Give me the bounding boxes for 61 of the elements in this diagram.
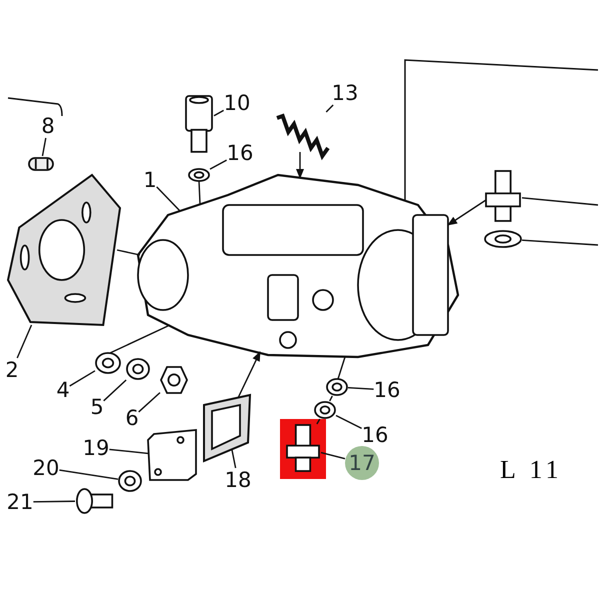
callout-number: 13 [332, 81, 358, 105]
callout-number: 17 [345, 446, 379, 480]
fitting-drawing [484, 170, 522, 222]
callout-number: 2 [5, 358, 19, 382]
screw-drawing [75, 488, 113, 514]
callout-number: 19 [82, 436, 110, 460]
washer-drawing [314, 401, 336, 419]
callout-number: 16 [374, 378, 400, 402]
spring-drawing [275, 112, 330, 160]
washer-drawing [95, 352, 121, 374]
callout-number: 16 [226, 141, 254, 165]
pin-drawing [28, 156, 54, 172]
arrow [447, 199, 486, 226]
cover-plate-drawing [148, 430, 198, 482]
leader-line [110, 324, 170, 354]
lock-washer-drawing [118, 470, 142, 492]
arrow [296, 152, 304, 179]
leader-line [33, 500, 75, 503]
callout-number: 5 [90, 395, 104, 419]
leader-line [16, 324, 32, 358]
callout-number: 4 [56, 378, 70, 402]
callout-number: 6 [125, 406, 139, 430]
callout-number: 10 [224, 91, 250, 115]
callout-number: 20 [32, 456, 60, 480]
lock-washer-drawing [126, 358, 150, 380]
leader-line [69, 370, 96, 387]
leader-line [210, 160, 227, 170]
leader-line [336, 414, 362, 429]
fitting-drawing [285, 424, 321, 472]
plug-drawing [184, 95, 214, 153]
leader-line [109, 448, 148, 454]
callout-number: 21 [6, 490, 34, 514]
callout-number: 1 [143, 168, 157, 192]
nut-drawing [160, 366, 188, 394]
leader-line [156, 186, 180, 212]
leader-line [42, 138, 46, 156]
gasket-drawing [200, 395, 252, 463]
washer-drawing [188, 168, 210, 182]
leader-line [138, 392, 160, 412]
callout-number: 18 [224, 468, 252, 492]
leader-line [59, 469, 118, 480]
callout-number: 8 [41, 114, 55, 138]
figure-code: L 11 [500, 455, 562, 485]
leader-line [522, 197, 598, 206]
leader-line [198, 180, 201, 204]
leader-line [522, 240, 598, 246]
leader-line [116, 249, 140, 256]
leader-line [329, 396, 333, 402]
leader-line [337, 356, 346, 380]
callout-number: 16 [362, 423, 388, 447]
leader-line [326, 104, 334, 112]
flange-plate-drawing [8, 175, 120, 325]
leader-line [316, 418, 320, 424]
leader-line [103, 379, 127, 402]
leader-line [214, 110, 224, 116]
arrow [237, 351, 261, 398]
leader-line [348, 386, 374, 390]
washer-drawing [326, 378, 348, 396]
leader-line [231, 450, 236, 468]
leader-line [320, 452, 346, 460]
washer-drawing [484, 230, 522, 248]
